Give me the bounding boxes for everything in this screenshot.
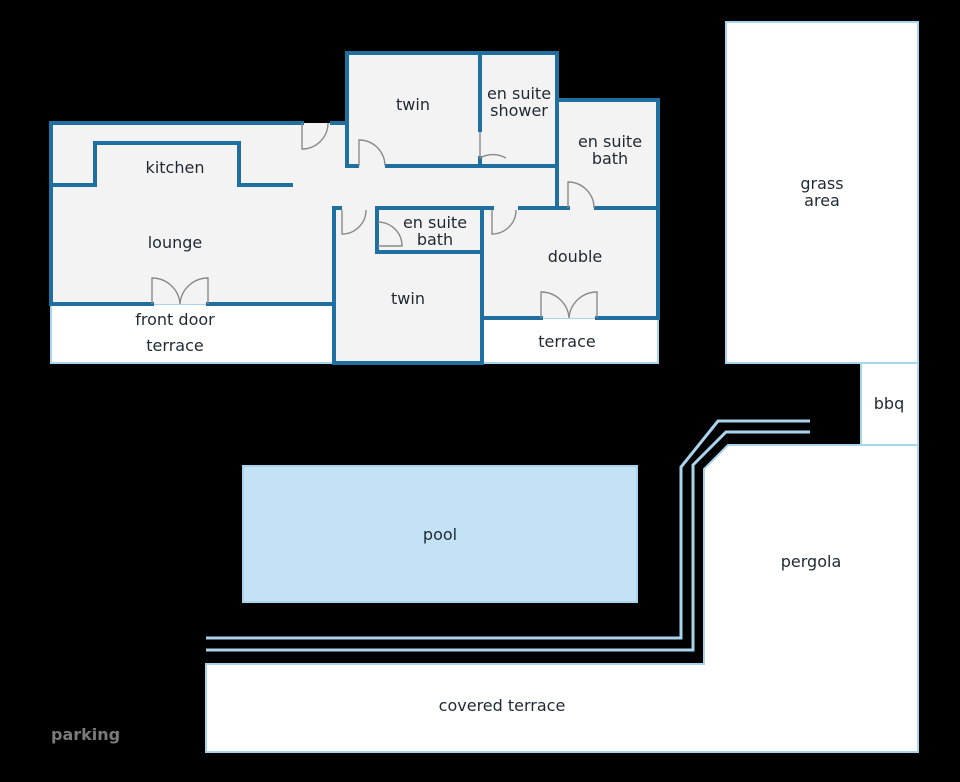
label-en-suite-shower-2: shower [490,101,548,120]
grass-area [725,21,919,364]
label-terrace-right: terrace [538,332,595,351]
label-en-suite-bath-center-2: bath [417,230,453,249]
label-covered-terrace: covered terrace [439,696,566,715]
label-en-suite-bath-center-1: en suite [403,213,467,232]
label-bbq: bbq [874,394,904,413]
label-lounge: lounge [148,233,203,252]
label-twin-top: twin [396,95,430,114]
doors [151,122,598,319]
house-interior [51,53,658,363]
terrace-right-area [481,317,659,364]
walls [49,51,660,365]
walkway [206,419,810,652]
label-grass-area-1: grass [800,174,843,193]
label-twin-bottom: twin [391,289,425,308]
bbq-area [860,362,919,446]
label-parking: parking [51,725,120,744]
pergola-area [205,444,919,753]
label-en-suite-bath-right-2: bath [592,149,628,168]
label-en-suite-shower-1: en suite [487,84,551,103]
label-terrace-left: terrace [146,336,203,355]
pool-shape [242,465,638,603]
label-double: double [548,247,603,266]
label-pool: pool [423,525,457,544]
label-kitchen: kitchen [146,158,205,177]
label-front-door: front door [135,310,215,329]
label-pergola: pergola [781,552,842,571]
label-grass-area-2: area [804,191,840,210]
label-en-suite-bath-right-1: en suite [578,132,642,151]
